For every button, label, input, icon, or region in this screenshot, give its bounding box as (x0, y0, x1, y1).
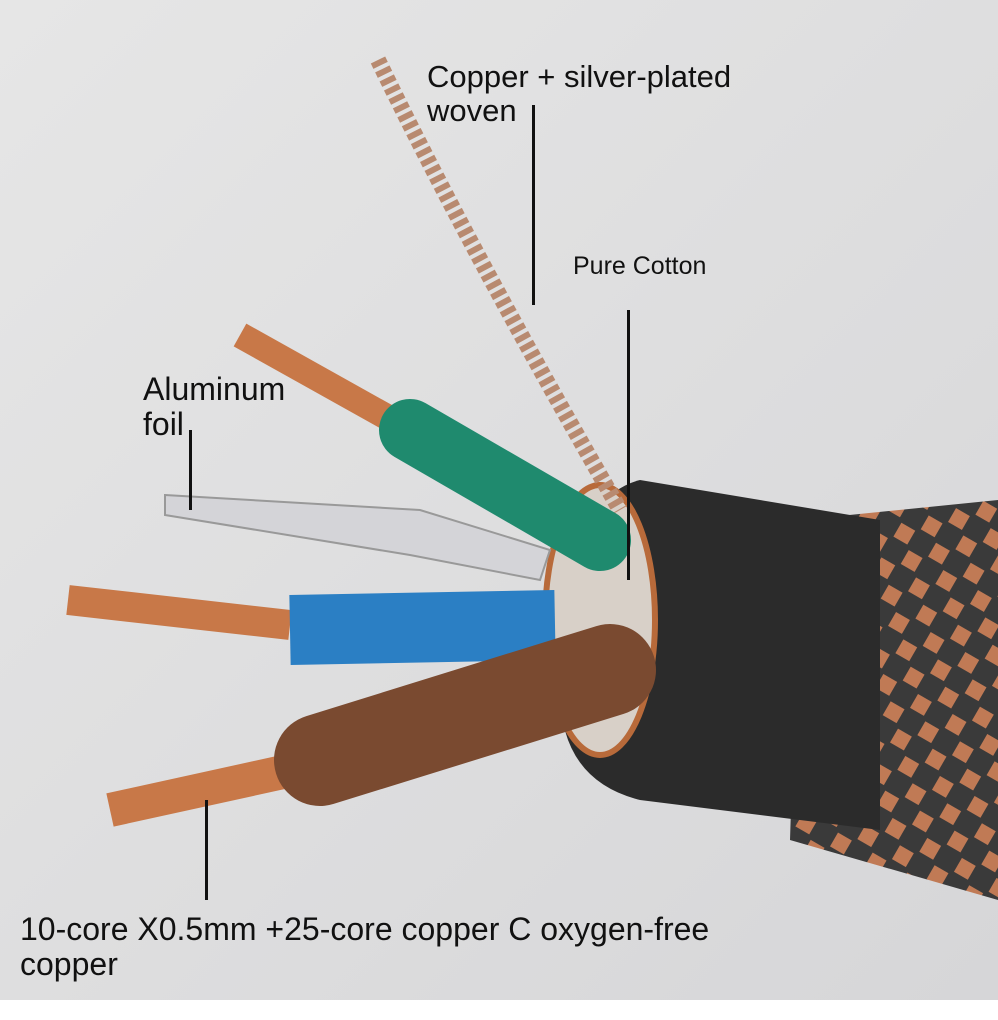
braid-label-line1: Copper + silver-plated (427, 59, 732, 94)
conductor-label-line2: copper (20, 946, 118, 983)
foil-pointer (189, 430, 192, 510)
braid-pointer (532, 105, 535, 305)
cotton-pointer (627, 310, 630, 580)
conductor-pointer (205, 800, 208, 900)
braid-strand (370, 56, 627, 514)
cotton-label: Pure Cotton (573, 252, 707, 280)
brown-wire (274, 624, 656, 806)
foil-wire (164, 493, 552, 582)
conductor-label: 10-core X0.5mm +25-core copper C oxygen-… (20, 911, 710, 983)
conductor-label-line1: 10-core X0.5mm +25-core copper C oxygen-… (20, 911, 710, 947)
blue-wire (289, 590, 556, 665)
foil-label-line1: Aluminum (143, 371, 286, 407)
foil-label-line2: foil (143, 406, 184, 443)
braid-label-line2: woven (427, 93, 517, 129)
foil-label: Aluminum foil (143, 371, 286, 443)
braid-label: Copper + silver-plated woven (427, 59, 732, 129)
green-wire (379, 399, 631, 571)
